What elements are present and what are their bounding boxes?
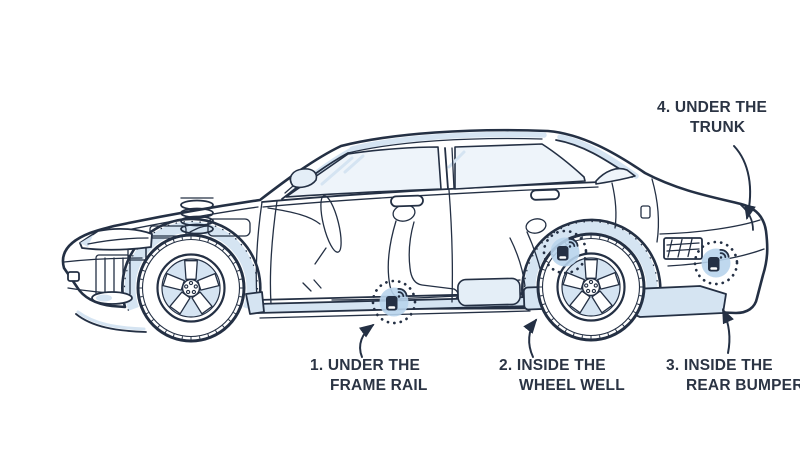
fuel-tank bbox=[457, 277, 521, 307]
steering-wheel bbox=[320, 195, 342, 253]
fender-seam bbox=[255, 201, 263, 301]
trunk-seam bbox=[651, 178, 660, 243]
rear-seat-headrest bbox=[525, 218, 547, 234]
annotation-label-4: 4. UNDER THE TRUNK bbox=[657, 98, 767, 138]
rear-door-handle bbox=[530, 188, 560, 201]
doors bbox=[269, 168, 617, 305]
wireless-signal-icon bbox=[719, 248, 730, 259]
gps-tracker-icon bbox=[386, 287, 408, 311]
label-1-arrow bbox=[358, 323, 375, 358]
label-4-arrow bbox=[733, 145, 756, 220]
front-wheel bbox=[136, 233, 246, 343]
front-fascia bbox=[63, 227, 153, 333]
tracker-marker-rear-bumper bbox=[693, 240, 739, 286]
tracker-marker-wheel-well bbox=[542, 229, 588, 275]
annotation-label-2: 2. INSIDE THE WHEEL WELL bbox=[499, 356, 625, 396]
front-door-handle bbox=[390, 194, 424, 208]
tow-hook bbox=[67, 271, 80, 282]
quarter-window bbox=[595, 167, 636, 185]
label-2-arrow bbox=[523, 318, 538, 358]
annotation-label-1-line1: 1. UNDER THE bbox=[310, 357, 421, 374]
wireless-signal-icon bbox=[568, 237, 579, 248]
gps-tracker-icon bbox=[708, 248, 730, 272]
tracker-marker-frame-rail bbox=[371, 279, 417, 325]
wireless-signal-icon bbox=[397, 287, 408, 298]
annotation-label-2-line2: WHEEL WELL bbox=[519, 377, 625, 394]
windows bbox=[285, 143, 636, 198]
annotation-label-3-line1: 3. INSIDE THE bbox=[666, 357, 773, 374]
dashboard bbox=[267, 207, 321, 225]
front-door-window bbox=[285, 146, 442, 198]
car-body bbox=[61, 128, 769, 315]
b-pillar bbox=[444, 147, 449, 190]
annotation-label-2-line1: 2. INSIDE THE bbox=[499, 357, 606, 374]
gps-tracker-icon bbox=[557, 237, 579, 261]
annotation-label-1: 1. UNDER THE FRAME RAIL bbox=[310, 356, 428, 396]
coil-spring bbox=[180, 197, 214, 235]
annotation-label-4-line2: TRUNK bbox=[690, 119, 746, 136]
annotation-label-4-line1: 4. UNDER THE bbox=[657, 99, 768, 116]
rear-door-window bbox=[454, 143, 586, 190]
roof-accent bbox=[349, 131, 547, 152]
side-mirror bbox=[289, 168, 318, 189]
annotation-arrows bbox=[358, 145, 756, 358]
annotation-label-1-line2: FRAME RAIL bbox=[330, 377, 428, 394]
label-3-arrow bbox=[722, 308, 734, 354]
front-wheel-arch-shading bbox=[124, 221, 258, 311]
rear-wheel-arch-shading bbox=[524, 221, 658, 311]
fuel-door bbox=[640, 205, 651, 219]
front-mud-flap bbox=[245, 291, 265, 315]
annotation-label-3-line2: REAR BUMPER bbox=[686, 377, 800, 394]
annotation-label-3: 3. INSIDE THE REAR BUMPER bbox=[666, 356, 800, 396]
